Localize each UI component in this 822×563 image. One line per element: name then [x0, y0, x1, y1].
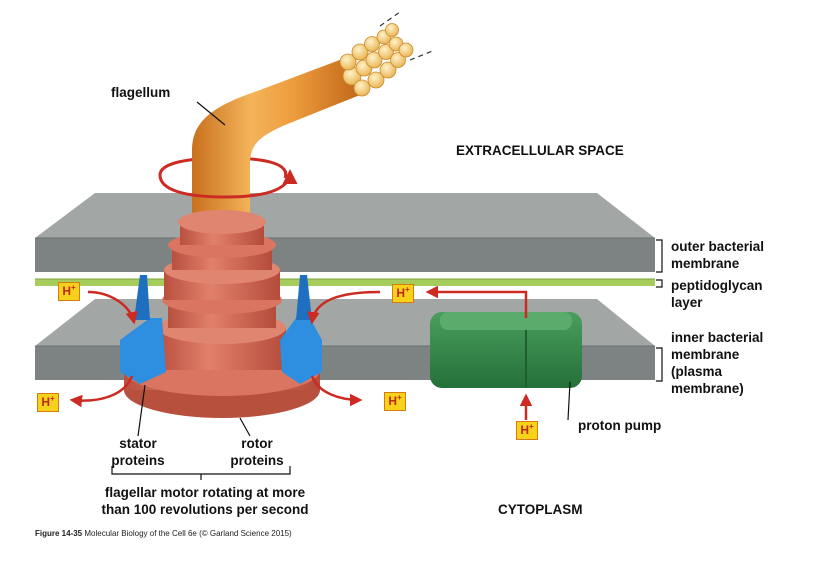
peptidoglycan-label-line2: layer — [671, 295, 703, 310]
stator-proteins — [120, 275, 322, 384]
proton-box: H+ — [384, 392, 406, 411]
flagellin-subunits — [339, 23, 414, 97]
rotor-label-line2: proteins — [230, 453, 284, 468]
rotor-proteins — [124, 210, 320, 418]
peptidoglycan-label-line1: peptidoglycan — [671, 278, 763, 293]
rotor-label-line1: rotor — [241, 436, 273, 451]
proton-box: H+ — [516, 421, 538, 440]
outer-membrane-label-line1: outer bacterial — [671, 239, 765, 254]
proton-arrows — [69, 285, 533, 420]
inner-membrane-label-line2: membrane — [671, 347, 740, 362]
peptidoglycan-layer — [35, 278, 655, 286]
proton-box: H+ — [392, 284, 414, 303]
figure-source: Molecular Biology of the Cell 6e (© Garl… — [84, 529, 292, 538]
flagellum-label: flagellum — [111, 85, 171, 100]
inner-membrane-label-line3: (plasma — [671, 364, 723, 379]
motor-description-line2: than 100 revolutions per second — [101, 502, 309, 517]
outer-membrane — [35, 193, 655, 272]
leader-lines — [111, 101, 663, 480]
figure-number: Figure 14-35 — [35, 529, 83, 538]
outer-membrane-label-line2: membrane — [671, 256, 740, 271]
proton-box: H+ — [58, 282, 80, 301]
motor-description-line1: flagellar motor rotating at more — [104, 485, 306, 500]
figure-caption: Figure 14-35 Molecular Biology of the Ce… — [35, 529, 292, 538]
proton-pump-label: proton pump — [578, 418, 662, 433]
proton-pump — [430, 312, 582, 388]
inner-membrane-label-line4: membrane) — [671, 381, 744, 396]
inner-membrane-label-line1: inner bacterial — [671, 330, 764, 345]
cytoplasm-label: CYTOPLASM — [498, 502, 583, 517]
stator-label-line1: stator — [119, 436, 157, 451]
proton-box: H+ — [37, 393, 59, 412]
flagellum — [192, 11, 436, 225]
extracellular-space-label: EXTRACELLULAR SPACE — [456, 143, 624, 158]
stator-label-line2: proteins — [111, 453, 165, 468]
